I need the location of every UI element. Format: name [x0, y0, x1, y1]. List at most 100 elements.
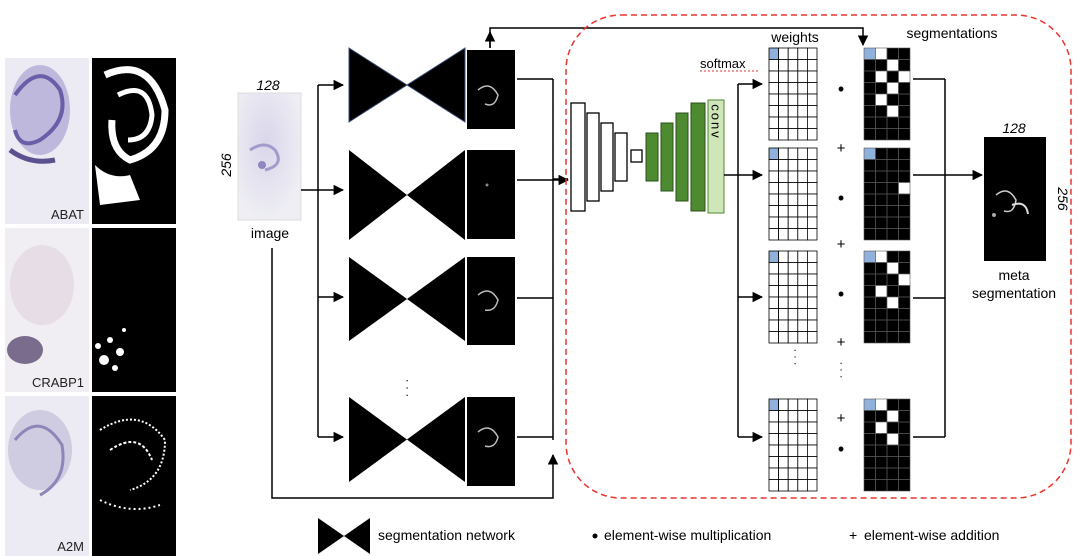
crabp1-stain	[7, 336, 43, 364]
weight-cell	[778, 59, 789, 72]
abat-tissue	[10, 65, 70, 155]
input-caption: image	[251, 225, 289, 241]
segmentation-cell	[863, 47, 876, 60]
weight-cell	[768, 116, 780, 129]
network-output-4	[467, 397, 515, 486]
weight-cell	[778, 308, 789, 321]
input-width-label: 128	[256, 77, 280, 93]
legend-add-icon: +	[849, 527, 857, 543]
add-op-3: +	[837, 334, 846, 351]
weight-cell	[768, 216, 780, 229]
weight-cell	[768, 170, 780, 183]
weight-cell	[778, 410, 789, 423]
weight-cell	[778, 116, 789, 129]
segmentation-cell	[886, 262, 899, 275]
weight-cell	[778, 398, 789, 411]
weight-cell	[768, 273, 780, 286]
weight-cell	[778, 444, 789, 457]
weight-cell	[778, 216, 789, 229]
weight-grid-2	[768, 147, 818, 241]
weight-cell	[787, 147, 799, 160]
weight-cell	[807, 193, 818, 206]
weight-cell	[787, 433, 799, 446]
weights-ellipsis: · · ·	[789, 348, 801, 365]
legend-multiply-label: element-wise multiplication	[604, 527, 771, 543]
segmentation-grid-4	[863, 398, 911, 492]
add-op-2: +	[837, 236, 846, 253]
weight-cell	[768, 319, 780, 332]
segmentation-cell	[863, 250, 876, 263]
weight-cell	[768, 159, 780, 172]
weight-cell	[807, 159, 818, 172]
encoder-layer-4	[614, 132, 628, 182]
legend: segmentation network element-wise multip…	[318, 518, 999, 554]
softmax-label: softmax	[700, 56, 746, 71]
weight-cell	[778, 170, 789, 183]
weight-cell	[787, 216, 799, 229]
weight-cell	[778, 296, 789, 309]
weight-cell	[768, 444, 780, 457]
weight-cell	[778, 319, 789, 332]
weight-cell	[787, 456, 799, 469]
weight-cell	[797, 82, 808, 95]
weight-cell	[778, 70, 789, 83]
weight-cell	[797, 273, 808, 286]
weight-cell	[807, 421, 818, 434]
weight-cell	[787, 308, 799, 321]
network-outputs	[467, 50, 515, 486]
operators: • + • + • + + • · · · · · ·	[789, 79, 847, 459]
decoder-layer-4	[690, 102, 706, 212]
multiply-op-3: •	[838, 284, 844, 304]
weights-label: weights	[770, 29, 818, 45]
conv-layer	[707, 99, 725, 214]
weight-cell	[787, 421, 799, 434]
weight-cell	[797, 193, 808, 206]
softmax-fan-out	[724, 78, 764, 443]
weight-cell	[787, 59, 799, 72]
weight-cell	[807, 93, 818, 106]
weight-cell	[787, 82, 799, 95]
segmentation-cell	[886, 433, 899, 446]
weight-cell	[768, 479, 780, 492]
meta-segmentation-output: 128 256 meta segmentation	[972, 120, 1071, 301]
encoder-layer-1	[570, 102, 586, 212]
weight-cell	[787, 182, 799, 195]
weight-cell	[787, 70, 799, 83]
meta-encoder-decoder: conv	[570, 99, 725, 214]
segmentation-cell	[898, 182, 911, 195]
weight-cell	[797, 105, 808, 118]
encoder-layer-3	[600, 122, 614, 192]
example-panel-crabp1: CRABP1	[5, 228, 176, 392]
weight-cell	[807, 262, 818, 275]
segmentation-network-3	[349, 257, 465, 341]
weight-cell	[797, 47, 808, 60]
output-caption-line2: segmentation	[972, 285, 1056, 301]
multiply-op-4: •	[838, 439, 844, 459]
segmentation-cell	[886, 410, 899, 423]
weight-cell	[807, 82, 818, 95]
input-image	[237, 92, 302, 221]
segmentation-cell	[886, 105, 899, 118]
weight-cell	[797, 70, 808, 83]
weight-cell	[768, 308, 780, 321]
weight-cell	[787, 116, 799, 129]
weight-cell	[787, 250, 799, 263]
network-output-3	[467, 257, 515, 345]
weight-cell	[778, 331, 789, 344]
segmentation-cell	[863, 398, 876, 411]
output-height-label: 256	[1055, 186, 1071, 211]
segmentation-cell	[875, 47, 888, 60]
abat-cerebellum	[8, 147, 56, 164]
weight-cell	[787, 444, 799, 457]
example-panel-a2m: A2M	[5, 396, 176, 556]
weight-cell	[797, 296, 808, 309]
weight-cell	[778, 273, 789, 286]
weight-cell	[778, 467, 789, 480]
weight-cell	[768, 105, 780, 118]
example-panel-abat: ABAT	[5, 58, 176, 224]
weight-cell	[807, 273, 818, 286]
weight-cell	[787, 262, 799, 275]
weight-cell	[797, 116, 808, 129]
output-width-label: 128	[1002, 120, 1026, 136]
weight-cell	[787, 331, 799, 344]
